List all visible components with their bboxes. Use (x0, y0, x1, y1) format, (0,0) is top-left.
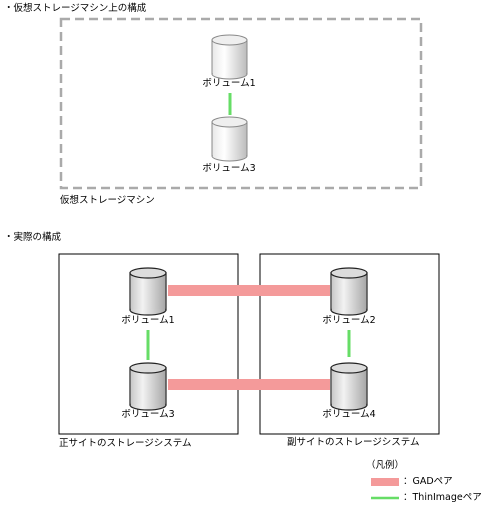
volume-4-secondary-icon (330, 362, 368, 411)
volume-2-secondary-icon (330, 267, 368, 316)
gad-pair-line-1 (168, 285, 330, 296)
volume-1-primary-icon (129, 267, 167, 316)
volume-4-secondary-label: ボリューム4 (322, 409, 376, 420)
legend-gad-label: ：GADペア (403, 476, 453, 487)
legend-gad-swatch (371, 478, 399, 486)
volume-3-primary-label: ボリューム3 (121, 409, 175, 420)
virtual-storage-machine-frame (59, 17, 423, 190)
legend-title: （凡例） (366, 460, 405, 471)
virtual-section-heading: ・仮想ストレージマシン上の構成 (4, 3, 147, 14)
primary-storage-system-label: 正サイトのストレージシステム (59, 438, 192, 449)
volume-1-virtual-icon (211, 34, 248, 80)
legend-thinimage-label: ：ThinImageペア (403, 492, 482, 503)
virtual-storage-machine-label: 仮想ストレージマシン (60, 195, 155, 206)
actual-section-heading: ・実際の構成 (4, 232, 62, 243)
volume-1-primary-label: ボリューム1 (121, 315, 175, 326)
secondary-storage-system-label: 副サイトのストレージシステム (287, 437, 420, 448)
volume-3-primary-icon (129, 362, 167, 411)
gad-pair-line-2 (168, 379, 330, 390)
volume-3-virtual-label: ボリューム3 (202, 163, 256, 174)
volume-1-virtual-label: ボリューム1 (202, 78, 256, 89)
volume-3-virtual-icon (211, 116, 248, 162)
secondary-storage-system-frame (259, 253, 440, 435)
primary-storage-system-frame (58, 253, 239, 435)
volume-2-secondary-label: ボリューム2 (322, 315, 376, 326)
